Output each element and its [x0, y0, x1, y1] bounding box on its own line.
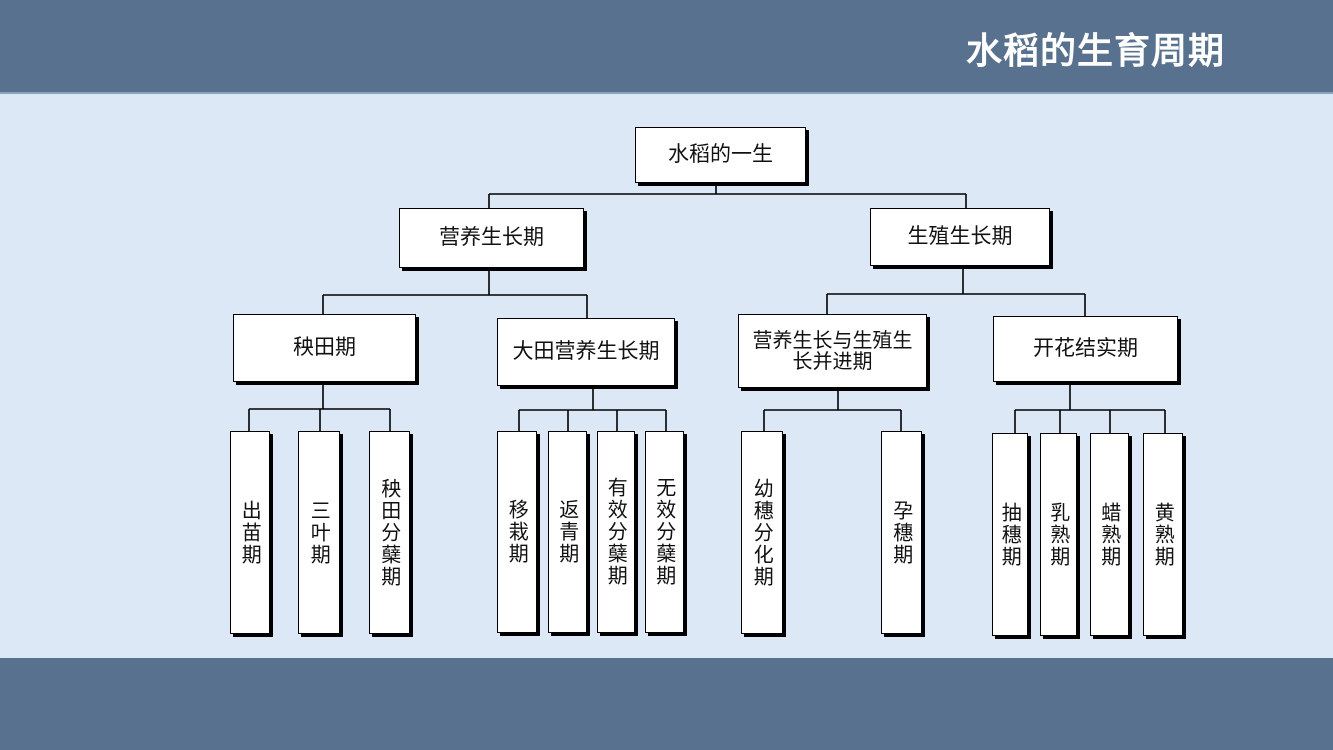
leaf-wax-ripe: 蜡熟期: [1090, 433, 1129, 636]
leaf-full-ripe: 黄熟期: [1143, 433, 1183, 636]
leaf-effective-tillering: 有效分蘖期: [597, 431, 635, 633]
node-flowering-fruiting-stage: 开花结实期: [993, 316, 1178, 382]
node-field-vegetative-stage: 大田营养生长期: [497, 318, 675, 386]
node-seedbed-stage: 秧田期: [233, 314, 416, 382]
leaf-heading: 抽穗期: [992, 433, 1028, 636]
leaf-booting: 孕穗期: [881, 431, 922, 634]
node-reproductive-stage: 生殖生长期: [870, 208, 1050, 266]
node-concurrent-stage: 营养生长与生殖生长并进期: [738, 314, 927, 388]
footer-bar: [0, 658, 1333, 750]
leaf-emergence: 出苗期: [230, 431, 270, 634]
node-root: 水稻的一生: [635, 127, 806, 183]
leaf-three-leaf: 三叶期: [298, 431, 340, 634]
node-vegetative-stage: 营养生长期: [399, 208, 584, 268]
leaf-seedbed-tillering: 秧田分蘖期: [369, 431, 410, 634]
leaf-transplanting: 移栽期: [497, 431, 537, 633]
leaf-ineffective-tillering: 无效分蘖期: [645, 431, 684, 633]
leaf-milk-ripe: 乳熟期: [1040, 433, 1077, 636]
header-bar: 水稻的生育周期: [0, 0, 1333, 92]
leaf-recovery: 返青期: [548, 431, 587, 633]
leaf-panicle-differentiation: 幼穗分化期: [741, 431, 783, 634]
page-title: 水稻的生育周期: [965, 31, 1225, 72]
